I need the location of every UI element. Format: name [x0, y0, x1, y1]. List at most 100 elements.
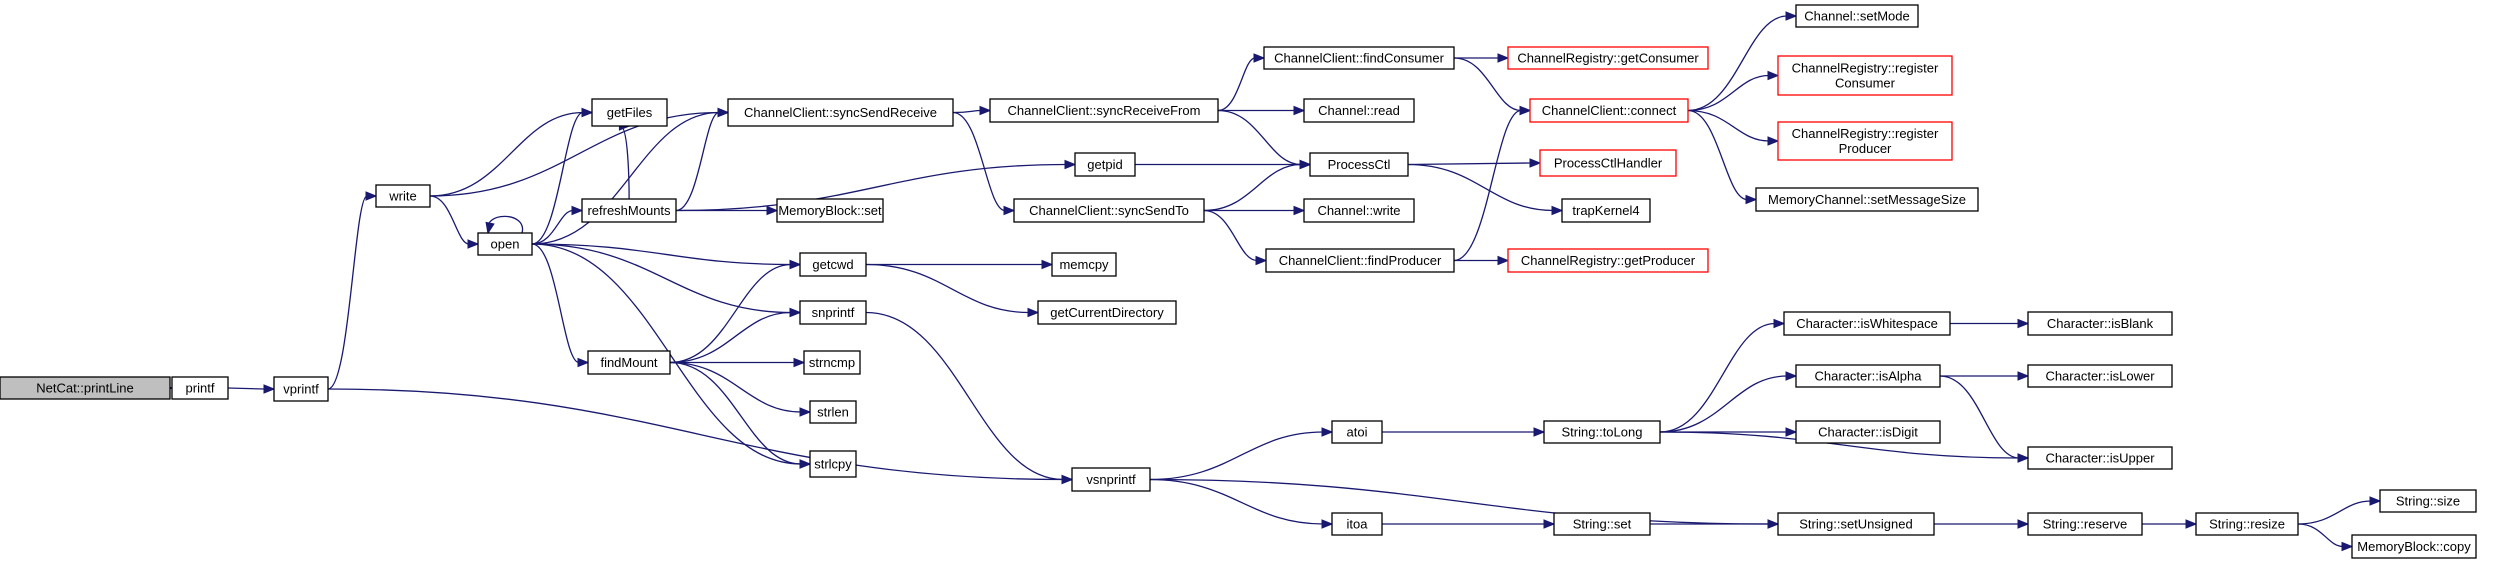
- node-tolong[interactable]: String::toLong: [1543, 420, 1661, 444]
- node-findmount[interactable]: findMount: [587, 350, 671, 375]
- node-box: [1331, 420, 1383, 444]
- node-getpid[interactable]: getpid: [1074, 152, 1136, 177]
- node-snprintf[interactable]: snprintf: [799, 300, 867, 325]
- edge-line: [531, 243, 792, 314]
- node-open[interactable]: open: [477, 232, 533, 256]
- node-label: write: [388, 189, 416, 204]
- edge-line: [1453, 109, 1522, 262]
- edge-line: [1687, 74, 1770, 112]
- node-vsnprintf[interactable]: vsnprintf: [1071, 467, 1151, 492]
- node-getfiles[interactable]: getFiles: [591, 98, 668, 127]
- edge-line: [1203, 163, 1302, 212]
- node-size[interactable]: String::size: [2379, 489, 2477, 513]
- node-label: getCurrentDirectory: [1050, 305, 1164, 320]
- node-label: String::size: [2396, 494, 2460, 509]
- edge-arrowhead: [717, 107, 730, 118]
- edge-line: [327, 388, 1064, 481]
- node-printline[interactable]: NetCat::printLine: [0, 376, 171, 400]
- edge-refreshmounts-to-syncsendreceive: [675, 107, 730, 212]
- node-syncsendreceive[interactable]: ChannelClient::syncSendReceive: [727, 98, 954, 127]
- node-setmessagesize[interactable]: MemoryChannel::setMessageSize: [1755, 187, 1979, 212]
- node-vprintf[interactable]: vprintf: [273, 376, 329, 402]
- edge-open-to-open: [485, 215, 523, 235]
- node-label: strlcpy: [814, 457, 852, 472]
- node-strlen[interactable]: strlen: [809, 400, 857, 424]
- node-strncmp[interactable]: strncmp: [803, 350, 861, 375]
- edge-arrowhead: [2341, 541, 2354, 552]
- edge-line: [227, 387, 265, 390]
- node-printf[interactable]: printf: [171, 376, 229, 400]
- node-isblank[interactable]: Character::isBlank: [2027, 311, 2173, 336]
- edge-open-to-getfiles: [531, 107, 594, 245]
- node-isupper[interactable]: Character::isUpper: [2027, 446, 2173, 470]
- node-box: [2027, 364, 2173, 388]
- node-atoi[interactable]: atoi: [1331, 420, 1383, 444]
- edge-line: [675, 163, 1067, 212]
- edge-arrowhead: [485, 221, 495, 235]
- node-isalpha[interactable]: Character::isAlpha: [1795, 364, 1941, 388]
- node-iswhitespace[interactable]: Character::isWhitespace: [1783, 311, 1951, 336]
- node-box: [1074, 152, 1136, 177]
- node-memcpy[interactable]: memcpy: [1051, 252, 1117, 277]
- edge-arrowhead: [789, 307, 802, 318]
- edge-arrowhead: [2017, 453, 2030, 463]
- node-itoa[interactable]: itoa: [1331, 512, 1383, 536]
- edge-arrowhead: [1027, 307, 1040, 318]
- node-box: [1777, 512, 1935, 536]
- edge-arrowhead: [1253, 53, 1266, 63]
- node-channelwrite[interactable]: Channel::write: [1303, 198, 1415, 223]
- node-syncreceivefrom[interactable]: ChannelClient::syncReceiveFrom: [989, 98, 1219, 123]
- node-getcwd[interactable]: getcwd: [799, 252, 867, 277]
- node-resize[interactable]: String::resize: [2195, 512, 2299, 536]
- node-write[interactable]: write: [375, 184, 431, 208]
- edge-arrowhead: [1061, 474, 1074, 485]
- node-trapkernel4[interactable]: trapKernel4: [1561, 198, 1651, 223]
- node-stringset[interactable]: String::set: [1553, 512, 1651, 536]
- edge-line: [2297, 500, 2372, 525]
- edge-arrowhead: [766, 205, 779, 216]
- edge-line: [1203, 209, 1258, 262]
- node-setunsigned[interactable]: String::setUnsigned: [1777, 512, 1935, 536]
- node-box: [581, 198, 677, 223]
- node-refreshmounts[interactable]: refreshMounts: [581, 198, 677, 223]
- node-getproducer[interactable]: ChannelRegistry::getProducer: [1507, 248, 1709, 273]
- edge-write-to-getfiles: [429, 107, 594, 197]
- node-box: [1265, 248, 1455, 273]
- edge-line: [1687, 109, 1748, 201]
- edge-connect-to-registerproducer: [1687, 109, 1780, 146]
- node-isdigit[interactable]: Character::isDigit: [1795, 420, 1941, 444]
- node-box: [1013, 198, 1205, 223]
- node-label: Channel::read: [1318, 103, 1400, 118]
- node-memblockcopy[interactable]: MemoryBlock::copy: [2351, 534, 2477, 559]
- node-syncsendto[interactable]: ChannelClient::syncSendTo: [1013, 198, 1205, 223]
- node-channelread[interactable]: Channel::read: [1303, 98, 1415, 123]
- node-setmode[interactable]: Channel::setMode: [1795, 4, 1919, 28]
- node-islower[interactable]: Character::isLower: [2027, 364, 2173, 388]
- node-box: [1553, 512, 1651, 536]
- edge-arrowhead: [1745, 194, 1758, 205]
- node-getconsumer[interactable]: ChannelRegistry::getConsumer: [1507, 46, 1709, 70]
- node-processctl[interactable]: ProcessCtl: [1309, 152, 1409, 177]
- node-label: ChannelRegistry::getConsumer: [1517, 51, 1699, 66]
- node-strlcpy[interactable]: strlcpy: [809, 450, 857, 478]
- node-label: MemoryBlock::set: [778, 203, 882, 218]
- node-memblockset[interactable]: MemoryBlock::set: [776, 198, 884, 223]
- node-box: [1777, 55, 1953, 96]
- node-reserve[interactable]: String::reserve: [2027, 512, 2143, 536]
- node-box: [1507, 248, 1709, 273]
- edge-line: [1659, 322, 1776, 433]
- node-box: [809, 400, 857, 424]
- edge-arrowhead: [1773, 318, 1786, 329]
- edge-line: [1453, 57, 1522, 112]
- edge-tolong-to-iswhitespace: [1659, 318, 1786, 433]
- node-connect[interactable]: ChannelClient::connect: [1529, 98, 1689, 123]
- node-processctlhandler[interactable]: ProcessCtlHandler: [1539, 149, 1677, 177]
- node-label: Character::isLower: [2045, 369, 2155, 384]
- node-findconsumer[interactable]: ChannelClient::findConsumer: [1263, 46, 1455, 70]
- edge-line: [1149, 431, 1324, 481]
- node-findproducer[interactable]: ChannelClient::findProducer: [1265, 248, 1455, 273]
- node-getcurrentdir[interactable]: getCurrentDirectory: [1037, 300, 1177, 325]
- node-box: [1777, 121, 1953, 161]
